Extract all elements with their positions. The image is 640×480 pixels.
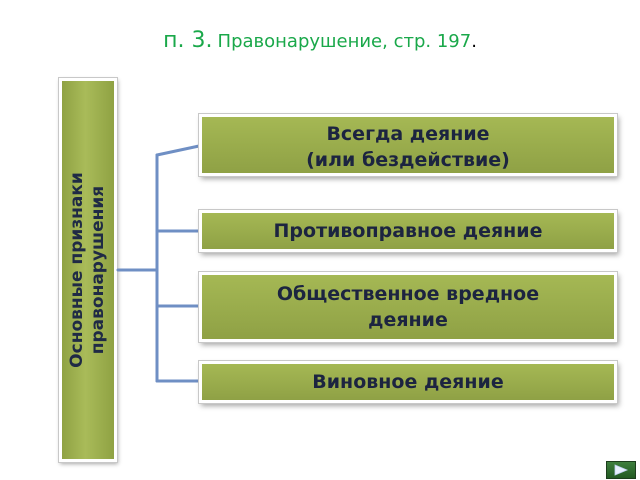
sign-2-line-1: Противоправное деяние bbox=[273, 220, 543, 242]
sign-box-1: Всегда деяние (или бездействие) bbox=[199, 114, 617, 176]
sign-box-4: Виновное деяние bbox=[199, 361, 617, 403]
connector-branch-1 bbox=[155, 144, 201, 157]
next-slide-button[interactable] bbox=[606, 461, 636, 479]
title-prefix: п. 3. bbox=[163, 28, 213, 53]
slide-title: п. 3. Правонарушение, стр. 197. bbox=[0, 28, 640, 53]
title-text: Правонарушение, стр. 197 bbox=[217, 31, 472, 52]
sign-box-2: Противоправное деяние bbox=[199, 210, 617, 252]
sign-1-line-1: Всегда деяние bbox=[326, 123, 490, 145]
sign-box-3: Общественное вредное деяние bbox=[199, 272, 617, 342]
main-concept-bar bbox=[59, 78, 117, 462]
sign-3-line-1: Общественное вредное bbox=[276, 283, 540, 305]
sign-4-line-1: Виновное деяние bbox=[312, 371, 504, 393]
sign-1-line-2: (или бездействие) bbox=[306, 149, 510, 171]
sign-3-line-2: деяние bbox=[368, 309, 448, 331]
title-dot: . bbox=[471, 31, 477, 52]
play-next-icon bbox=[614, 464, 629, 476]
